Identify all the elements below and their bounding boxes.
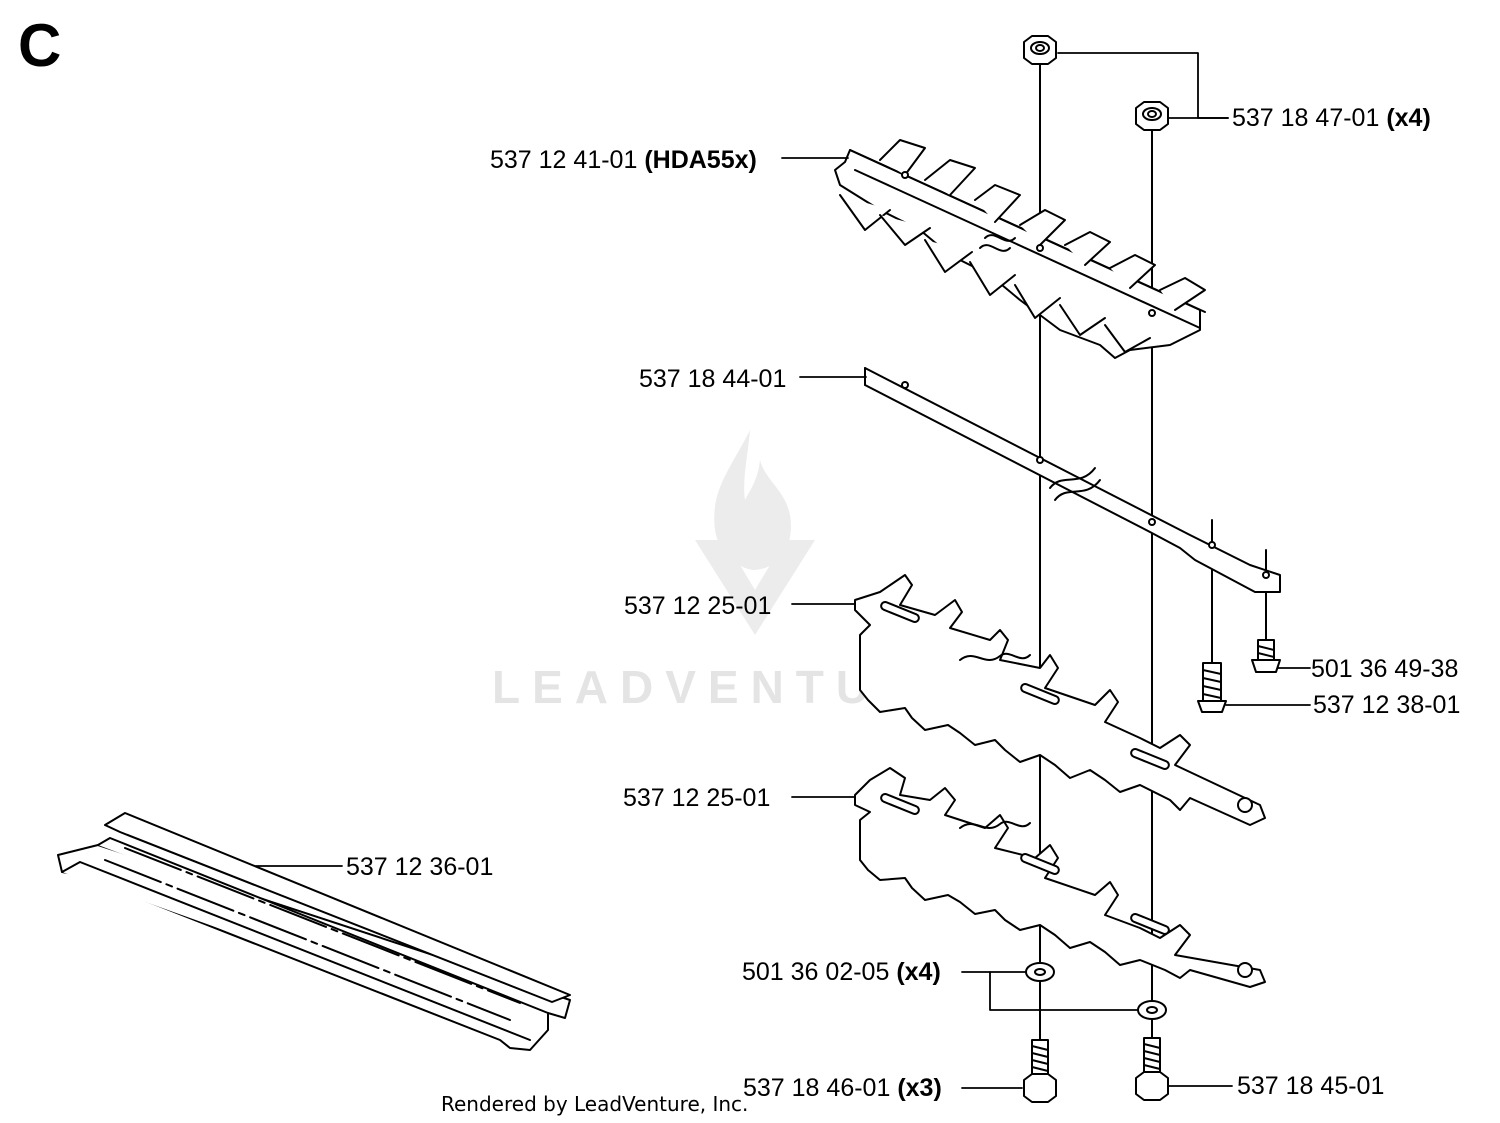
leader-lines <box>255 52 1311 1089</box>
part-label: 537 12 25-01 <box>623 784 771 812</box>
part-label: 501 36 02-05 (x4) <box>742 958 941 986</box>
hex-bolt-icon <box>1135 1037 1169 1101</box>
screw-icon <box>1197 662 1227 713</box>
blade-guard-shape <box>57 812 571 1051</box>
cutter-blade-lower-shape <box>854 767 1266 988</box>
part-label: 537 18 47-01 (x4) <box>1232 104 1431 132</box>
guide-bar-shape <box>864 367 1281 593</box>
part-label: 537 12 36-01 <box>346 853 494 881</box>
washer-icon <box>1025 962 1055 982</box>
watermark-logo <box>695 430 815 635</box>
part-label: 537 18 45-01 <box>1237 1072 1385 1100</box>
part-label: 537 12 38-01 <box>1313 691 1461 719</box>
washer-icon <box>1137 1000 1167 1020</box>
part-label: 537 18 44-01 <box>639 365 787 393</box>
part-label: 537 12 25-01 <box>624 592 772 620</box>
screw-icon <box>1251 639 1281 673</box>
part-label: 501 36 49-38 <box>1311 655 1459 683</box>
part-label: 537 12 41-01 (HDA55x) <box>490 146 757 174</box>
section-letter: C <box>18 12 62 79</box>
part-label: 537 18 46-01 (x3) <box>743 1074 942 1102</box>
flange-nut-icon <box>1023 35 1057 65</box>
credit-text: Rendered by LeadVenture, Inc. <box>441 1092 749 1116</box>
cutter-blade-upper-shape <box>854 574 1266 826</box>
upper-blade-shape <box>834 139 1206 359</box>
hex-bolt-icon <box>1023 1039 1057 1103</box>
flange-nut-icon <box>1135 101 1169 131</box>
